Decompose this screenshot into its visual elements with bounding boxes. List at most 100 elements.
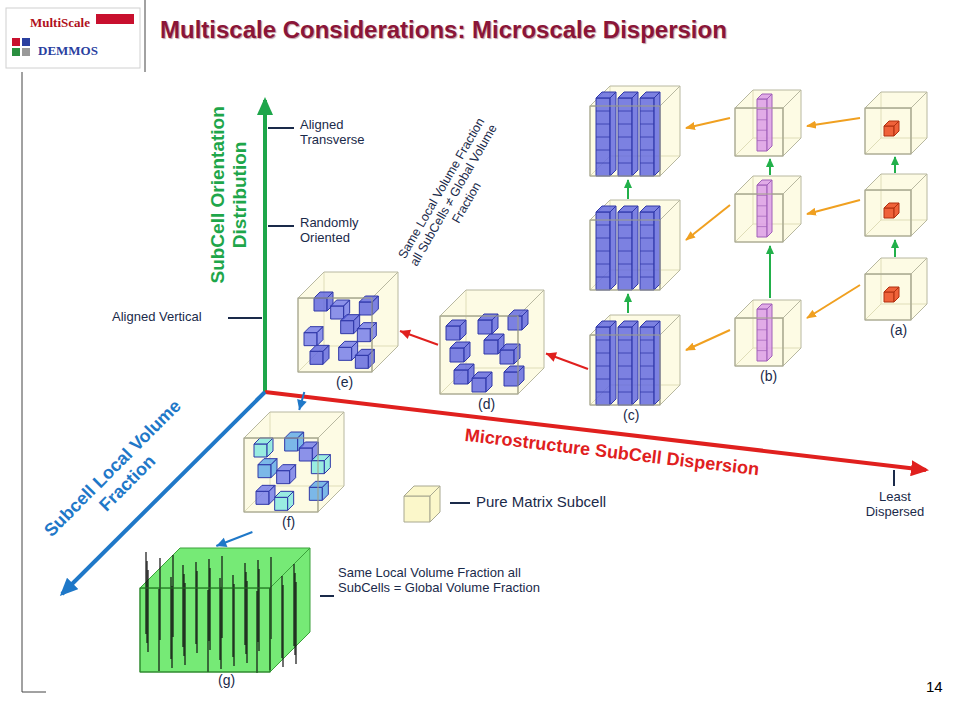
cube-face	[596, 98, 610, 176]
subcell-cube	[735, 176, 801, 242]
cube-face	[660, 200, 680, 290]
cube-face	[757, 309, 767, 361]
axis-label: Least Dispersed	[855, 490, 935, 520]
subcell-cube	[440, 290, 544, 394]
cube-edge	[618, 264, 632, 265]
cube-edge	[865, 274, 911, 320]
cube-face	[884, 126, 894, 136]
cube-face	[484, 340, 498, 354]
cube-face	[464, 342, 470, 362]
connector-arrow	[216, 532, 252, 547]
cube-edge	[140, 588, 270, 672]
cube-edge	[640, 353, 654, 354]
cube-edge	[618, 137, 632, 138]
cube-edge	[618, 251, 632, 252]
cube-edge	[757, 119, 767, 120]
connector-arrow	[546, 352, 588, 369]
cube-edge	[640, 238, 654, 239]
cube-face	[275, 497, 288, 510]
cube-face	[446, 326, 460, 340]
cube-face	[884, 292, 894, 302]
cube-caption: (a)	[890, 322, 907, 338]
cube-edge	[596, 251, 610, 252]
cube-face	[460, 320, 466, 340]
cube-edge	[618, 353, 632, 354]
cube-face	[357, 329, 370, 342]
cube-face	[254, 444, 267, 457]
cube-face	[440, 316, 518, 394]
cube-face	[270, 548, 310, 672]
cube-face	[310, 351, 323, 364]
cube-face	[654, 92, 660, 176]
cube-face	[618, 212, 632, 290]
cube-face	[504, 372, 518, 386]
tick-marks	[228, 128, 894, 596]
subcell-cube	[735, 300, 801, 366]
fibre	[172, 555, 173, 637]
cube-face	[472, 378, 486, 392]
subcell-cube	[590, 86, 680, 176]
cube-face	[430, 486, 440, 522]
cube-face	[518, 366, 524, 386]
cube-caption: (g)	[218, 672, 235, 688]
frame-line	[145, 0, 146, 72]
subcell-cube	[590, 200, 680, 290]
cube-face	[632, 92, 638, 176]
arrow-head	[546, 352, 557, 361]
fibre	[147, 570, 148, 652]
cube-face	[894, 203, 899, 218]
cube-face	[610, 206, 616, 290]
cube-face	[757, 99, 767, 151]
cube-edge	[596, 111, 610, 112]
cube-face	[267, 438, 273, 457]
orientation-axis	[263, 100, 267, 392]
cube-edge	[757, 195, 767, 196]
cube-face	[610, 92, 616, 176]
cube-edge	[640, 251, 654, 252]
fibre	[270, 557, 271, 639]
axis-label: 14	[926, 678, 954, 695]
microstructure-cube: (d)	[438, 288, 546, 414]
cube-edge	[596, 277, 610, 278]
cube-edge	[618, 225, 632, 226]
cube-edge	[298, 298, 372, 372]
cube-edge	[590, 106, 660, 176]
microstructure-cube: (g)	[138, 546, 312, 690]
microstructure-cube: (a)	[862, 256, 930, 344]
connector-arrow	[400, 330, 438, 345]
fibre	[159, 558, 160, 640]
axis-label: MultiScale	[30, 16, 100, 31]
cube-edge	[596, 353, 610, 354]
fibre	[258, 569, 259, 651]
cube-edge	[596, 124, 610, 125]
legend-sample	[404, 486, 440, 522]
subcell-cube	[735, 90, 801, 156]
cube-edge	[244, 438, 318, 512]
cube-edge	[757, 205, 767, 206]
axis-label: Same Local Volume Fraction all SubCells …	[393, 112, 515, 281]
cube-caption: (e)	[336, 374, 353, 390]
cube-face	[596, 327, 610, 405]
cube-face	[271, 459, 277, 478]
cube-edge	[618, 340, 632, 341]
fibre	[295, 582, 296, 664]
cube-edge	[440, 316, 518, 394]
subcell-cube	[865, 258, 927, 320]
cube-face	[368, 349, 374, 368]
cube-face	[322, 481, 328, 500]
cube-face	[290, 465, 296, 484]
axis-label: Same Local Volume Fraction all SubCells …	[338, 566, 558, 596]
cube-edge	[640, 277, 654, 278]
cube-caption: (f)	[282, 514, 295, 530]
cube-edge	[865, 108, 911, 154]
subcell-cube	[244, 412, 344, 512]
fibre-cube	[140, 548, 310, 673]
cube-edge	[596, 366, 610, 367]
cube-edge	[596, 238, 610, 239]
cube-edge	[640, 124, 654, 125]
connector-arrow	[297, 392, 307, 410]
cube-face	[522, 310, 528, 330]
cube-edge	[596, 163, 610, 164]
cube-face	[865, 108, 911, 154]
